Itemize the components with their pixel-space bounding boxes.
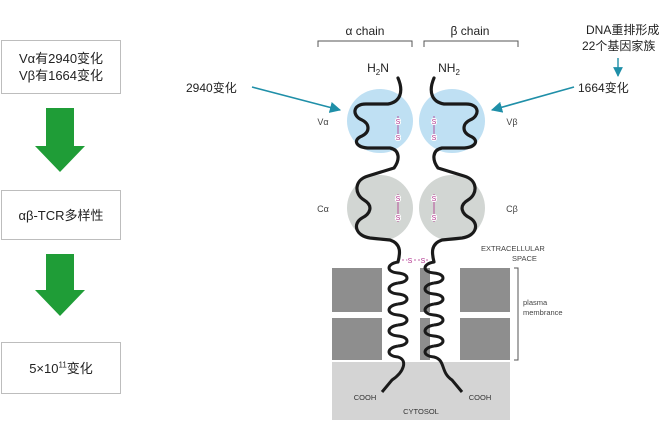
flow-box-total-variation: 5×1011变化 <box>1 342 121 394</box>
green-down-arrow-1 <box>35 108 85 172</box>
membrane-block-right-top <box>460 268 510 312</box>
v-beta-label: Vβ <box>506 117 517 127</box>
v-beta-variation-text: Vβ有1664变化 <box>18 68 104 83</box>
interchain-sulfur-2: S <box>421 258 426 265</box>
alpha-transmembrane-coil <box>380 260 409 393</box>
cytosol-region <box>332 362 510 420</box>
tcr-diversity-text: αβ-TCR多样性 <box>18 207 104 223</box>
beta-transmembrane-coil <box>423 260 464 393</box>
membrane-block-right-bottom <box>460 318 510 360</box>
flow-box-v-variation: Vα有2940变化 Vβ有1664变化 <box>1 40 121 94</box>
membrane-block-mid-bottom <box>420 318 430 360</box>
c-alpha-sulfur-1: S <box>396 196 401 203</box>
interchain-sulfur-1: S <box>408 258 413 265</box>
total-variation-text: 5×1011变化 <box>29 360 93 376</box>
c-beta-sulfur-2: S <box>432 215 437 222</box>
cooh-left-label: COOH <box>354 393 377 402</box>
plasma-membrane-label-2: membrance <box>523 308 563 317</box>
beta-chain-path <box>429 76 479 264</box>
dna-rearrangement-label-2: 22个基因家族 <box>582 38 655 53</box>
plasma-membrane-label-1: plasma <box>523 298 548 307</box>
alpha-variation-arrow <box>251 86 342 113</box>
c-beta-sulfur-1: S <box>432 196 437 203</box>
v-alpha-variation-text: Vα有2940变化 <box>18 51 104 66</box>
cytosol-label: CYTOSOL <box>403 407 439 416</box>
plasma-membrane-bracket <box>514 267 519 361</box>
alpha-variation-label: 2940变化 <box>186 80 237 95</box>
extracellular-label-2: SPACE <box>512 254 537 263</box>
cooh-right-label: COOH <box>469 393 492 402</box>
dna-rearrangement-label-1: DNA重排形成 <box>586 23 659 37</box>
beta-variation-label: 1664变化 <box>578 80 629 95</box>
flow-box-tcr-diversity: αβ-TCR多样性 <box>1 190 121 240</box>
alpha-chain-path <box>353 76 403 264</box>
beta-chain-label: β chain <box>451 24 490 38</box>
c-alpha-domain <box>347 175 413 241</box>
membrane-block-left-bottom <box>332 318 382 360</box>
extracellular-label-1: EXTRACELLULAR <box>481 244 545 253</box>
alpha-n-terminus-label: H2N <box>367 61 389 77</box>
green-down-arrow-2 <box>35 254 85 316</box>
beta-chain-bracket <box>423 40 519 47</box>
alpha-chain-label: α chain <box>346 24 385 38</box>
v-beta-sulfur-1: S <box>432 119 437 126</box>
c-beta-domain <box>419 175 485 241</box>
v-alpha-label: Vα <box>317 117 328 127</box>
c-alpha-label: Cα <box>317 204 329 214</box>
beta-variation-arrow <box>490 86 575 113</box>
c-alpha-sulfur-2: S <box>396 215 401 222</box>
membrane-block-left-top <box>332 268 382 312</box>
v-beta-sulfur-2: S <box>432 135 437 142</box>
c-beta-label: Cβ <box>506 204 518 214</box>
beta-n-terminus-label: NH2 <box>438 61 460 77</box>
alpha-chain-bracket <box>317 40 413 47</box>
v-alpha-sulfur-1: S <box>396 119 401 126</box>
v-alpha-sulfur-2: S <box>396 135 401 142</box>
